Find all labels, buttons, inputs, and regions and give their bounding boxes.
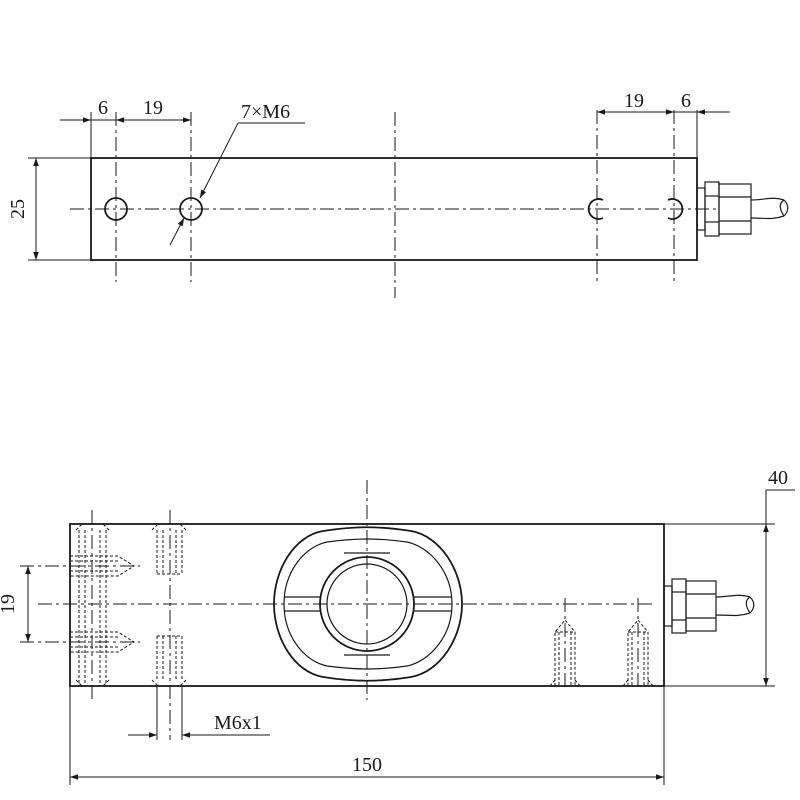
top-hole-1 xyxy=(104,197,128,221)
top-height-label: 25 xyxy=(7,199,29,219)
top-hole-3-hidden-arc xyxy=(587,198,604,220)
front-hole-spacing-label: 19 xyxy=(0,594,19,614)
strain-gauge-cutout xyxy=(273,526,463,682)
top-dim-left-19: 19 xyxy=(143,97,163,119)
center-bore-inner xyxy=(326,563,408,645)
front-length-label: 150 xyxy=(352,754,382,776)
top-dim-right-6: 6 xyxy=(681,90,691,112)
top-hole-4-hidden-arc xyxy=(667,198,684,220)
callout-leader-lower xyxy=(169,217,185,246)
right-tapped-hole-2 xyxy=(622,598,654,690)
front-height-label: 40 xyxy=(768,467,788,489)
front-view: 40 19 M6x1 150 xyxy=(0,467,795,785)
center-bore xyxy=(319,556,415,652)
top-view: 25 6 19 7×M6 19 6 xyxy=(7,90,789,298)
left-vertical-tapped-holes xyxy=(75,510,110,700)
callout-leader xyxy=(199,122,239,199)
front-thread-callout: M6x1 xyxy=(214,712,262,734)
top-dim-right-19: 19 xyxy=(624,90,644,112)
right-tapped-hole-1 xyxy=(549,598,581,690)
left-horizontal-tapped-holes xyxy=(20,555,140,653)
top-dim-left-6: 6 xyxy=(98,97,108,119)
top-cable-gland xyxy=(696,181,789,237)
front-cable-gland xyxy=(663,578,755,634)
top-hole-2 xyxy=(179,197,203,221)
second-vertical-tapped-hole xyxy=(151,510,187,740)
top-hole-callout: 7×M6 xyxy=(241,101,290,123)
